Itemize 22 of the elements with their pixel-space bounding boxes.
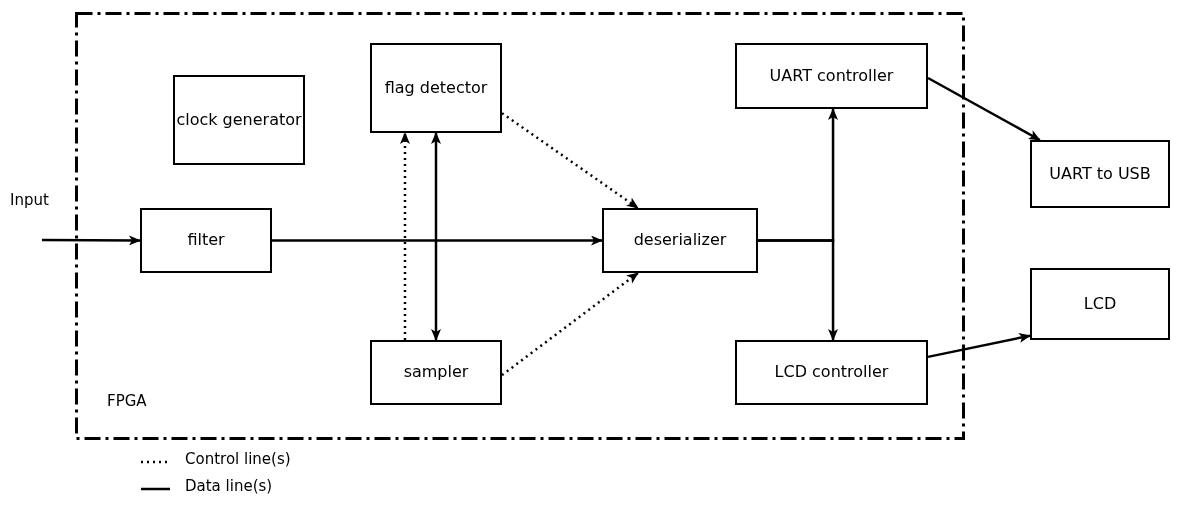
process-box: LCD controller [735, 340, 928, 405]
dotted-arrow [501, 272, 639, 377]
process-box: filter [140, 208, 272, 273]
arrow [758, 239, 839, 341]
edge-label: Input [10, 191, 49, 209]
process-box: UART controller [735, 43, 928, 109]
dotted-arrow [501, 112, 639, 210]
arrow [42, 235, 141, 246]
legend-label: Control line(s) [185, 450, 291, 468]
process-box: LCD [1030, 268, 1170, 340]
arrow [927, 333, 1031, 359]
process-box: UART to USB [1030, 140, 1170, 208]
group-label: FPGA [107, 392, 147, 410]
arrow [927, 76, 1041, 142]
process-box: flag detector [370, 43, 502, 133]
process-box: sampler [370, 340, 502, 405]
process-box: deserializer [602, 208, 758, 273]
arrow [431, 132, 441, 341]
process-box: clock generator [173, 75, 305, 165]
dotted-arrow [400, 132, 410, 340]
legend-label: Data line(s) [185, 477, 273, 495]
arrow [272, 235, 603, 246]
